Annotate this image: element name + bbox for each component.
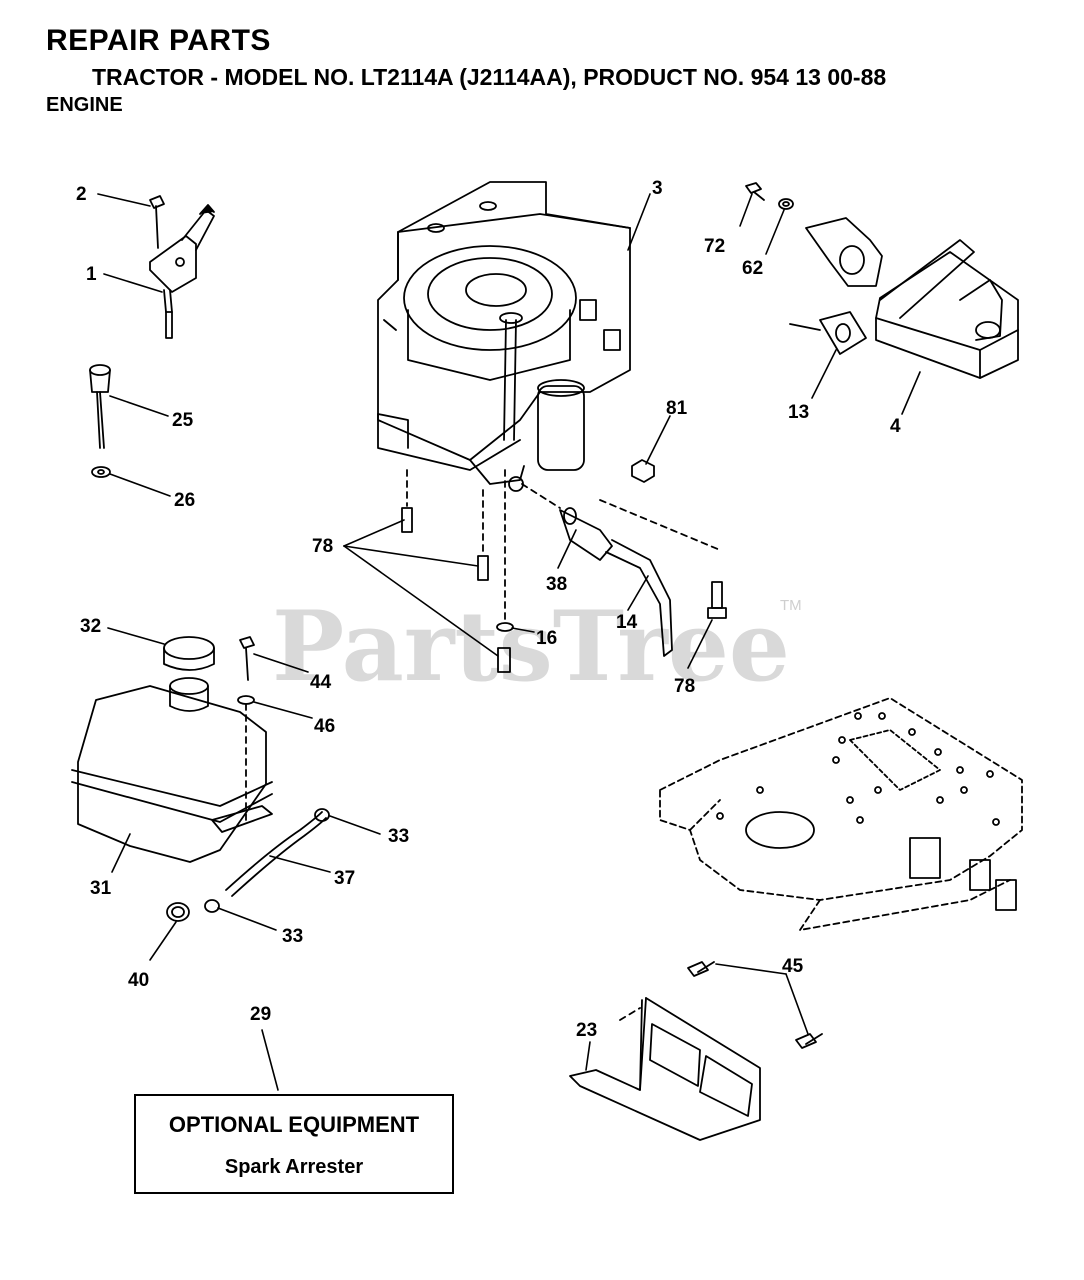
watermark-tm: TM <box>780 597 802 614</box>
engine-bolts-drawing <box>401 469 727 673</box>
callout-31: 31 <box>90 878 112 899</box>
throttle-control-drawing <box>149 195 215 339</box>
heat-shield-drawing <box>569 961 823 1141</box>
callout-14: 14 <box>616 612 638 633</box>
callout-16: 16 <box>536 628 557 649</box>
callout-13: 13 <box>788 402 809 423</box>
callout-26: 26 <box>174 490 195 511</box>
callout-37: 37 <box>334 868 355 889</box>
muffler-drawing <box>745 182 1019 379</box>
fuel-tank-drawing <box>71 636 273 863</box>
callout-38: 38 <box>546 574 567 595</box>
callout-78b: 78 <box>674 676 695 697</box>
callout-1: 1 <box>86 264 97 285</box>
engine-drawing <box>377 181 631 492</box>
section-label: ENGINE <box>46 94 123 116</box>
optional-equipment-box: OPTIONAL EQUIPMENT Spark Arrester <box>134 1094 454 1194</box>
spark-arrester-label: Spark Arrester <box>224 1156 364 1178</box>
callout-81: 81 <box>666 398 688 419</box>
chassis-holes-drawing <box>716 712 1017 911</box>
fuel-line-drawing <box>166 808 330 922</box>
callout-72: 72 <box>704 236 725 257</box>
callout-32: 32 <box>80 616 101 637</box>
callout-62: 62 <box>742 258 763 279</box>
watermark-text: PartsTree <box>272 590 790 703</box>
callout-44: 44 <box>310 672 332 693</box>
callout-33b: 33 <box>282 926 303 947</box>
callout-40: 40 <box>128 970 149 991</box>
callout-78a: 78 <box>312 536 333 557</box>
callout-3: 3 <box>652 178 663 199</box>
callout-46: 46 <box>314 716 335 737</box>
dipstick-drawing <box>89 364 111 478</box>
callout-45: 45 <box>782 956 804 977</box>
leader-lines <box>97 193 921 1091</box>
callout-33a: 33 <box>388 826 409 847</box>
fuel-filter-drawing <box>521 483 721 657</box>
callout-25: 25 <box>172 410 194 431</box>
chassis-frame-drawing <box>659 697 1023 931</box>
callout-29: 29 <box>250 1004 271 1025</box>
callout-4: 4 <box>890 416 901 437</box>
nut-81-drawing <box>631 459 655 483</box>
page-header: REPAIR PARTS TRACTOR - MODEL NO. LT2114A… <box>0 0 1084 130</box>
callout-2: 2 <box>76 184 87 205</box>
model-subtitle: TRACTOR - MODEL NO. LT2114A (J2114AA), P… <box>92 64 887 90</box>
callout-23: 23 <box>576 1020 597 1041</box>
optional-equipment-label: OPTIONAL EQUIPMENT <box>168 1112 420 1137</box>
page-title: REPAIR PARTS <box>46 24 271 57</box>
